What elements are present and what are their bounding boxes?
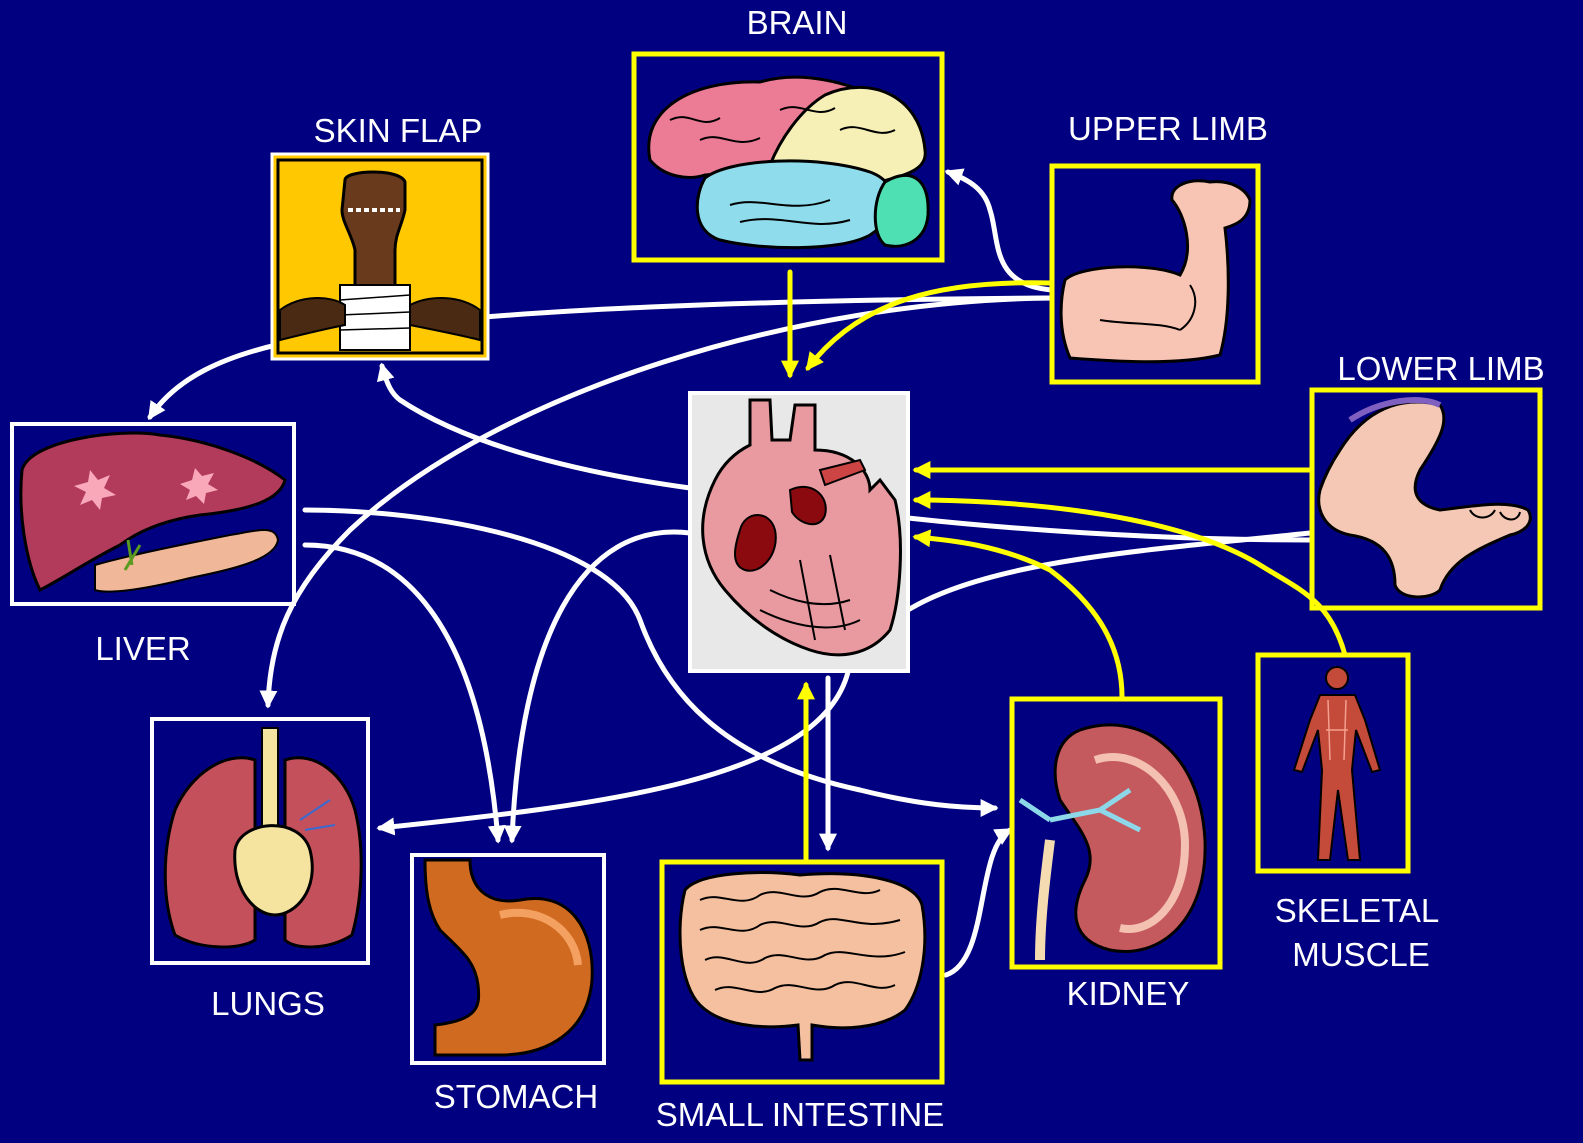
brain-node: BRAIN bbox=[634, 4, 942, 260]
flow-heart-to-stomach bbox=[512, 532, 690, 840]
flow-upper-limb-to-heart bbox=[808, 283, 1052, 368]
flow-heart-to-lungs bbox=[380, 672, 848, 828]
flow-upper-limb-to-brain bbox=[948, 172, 1052, 290]
lungs-label: LUNGS bbox=[211, 985, 325, 1022]
upper-limb-node: UPPER LIMB bbox=[1052, 110, 1268, 382]
kidney-label: KIDNEY bbox=[1067, 975, 1190, 1012]
lungs-node: LUNGS bbox=[152, 719, 368, 1022]
skin-flap-label: SKIN FLAP bbox=[314, 112, 483, 149]
brain-icon bbox=[649, 77, 928, 247]
kidney-node: KIDNEY bbox=[1012, 699, 1220, 1012]
flow-kidney-to-heart bbox=[916, 537, 1122, 697]
stomach-node: STOMACH bbox=[412, 855, 604, 1115]
lower-limb-icon bbox=[1319, 400, 1531, 597]
flow-small-intestine-to-kidney bbox=[946, 830, 1010, 975]
upper-limb-icon bbox=[1061, 181, 1250, 362]
stomach-icon bbox=[425, 860, 592, 1055]
liver-node: LIVER bbox=[12, 424, 294, 667]
skeletal-muscle-label-line1: SKELETAL bbox=[1275, 892, 1439, 929]
kidney-icon bbox=[1020, 725, 1205, 960]
stomach-label: STOMACH bbox=[434, 1078, 598, 1115]
upper-limb-label: UPPER LIMB bbox=[1068, 110, 1268, 147]
lungs-icon bbox=[165, 728, 361, 947]
small-intestine-label: SMALL INTESTINE bbox=[656, 1096, 945, 1133]
skeletal-muscle-node: SKELETAL MUSCLE bbox=[1258, 655, 1447, 973]
skeletal-muscle-icon bbox=[1294, 667, 1380, 860]
skin-flap-node: SKIN FLAP bbox=[272, 112, 488, 359]
heart-node bbox=[690, 393, 908, 671]
liver-label: LIVER bbox=[95, 630, 190, 667]
skeletal-muscle-label-line2: MUSCLE bbox=[1292, 936, 1430, 973]
small-intestine-icon bbox=[680, 873, 925, 1060]
brain-label: BRAIN bbox=[747, 4, 848, 41]
liver-icon bbox=[21, 433, 285, 592]
skeletal-muscle-label: SKELETAL MUSCLE bbox=[1275, 892, 1447, 973]
lower-limb-label: LOWER LIMB bbox=[1337, 350, 1544, 387]
small-intestine-node: SMALL INTESTINE bbox=[656, 862, 945, 1133]
lower-limb-node: LOWER LIMB bbox=[1312, 350, 1545, 608]
